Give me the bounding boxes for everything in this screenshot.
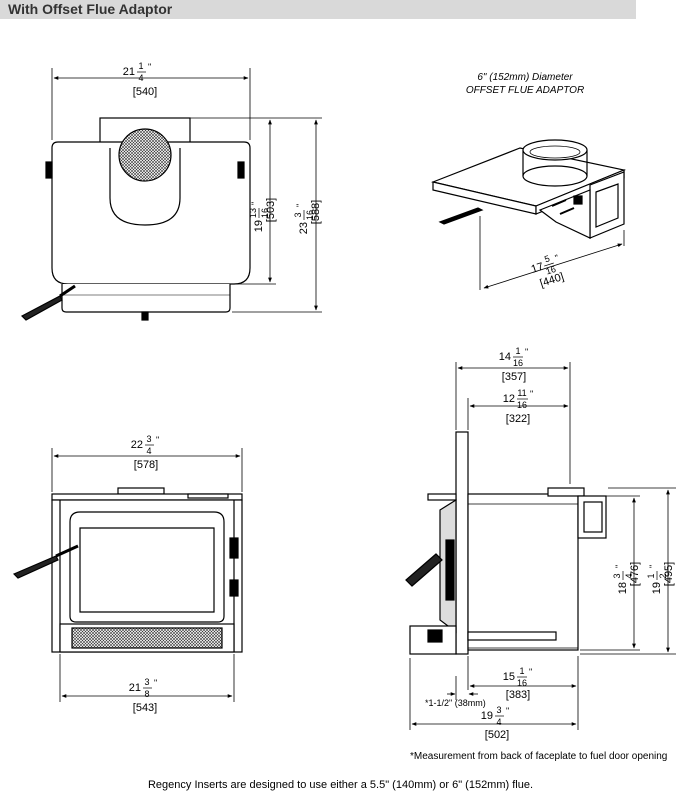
front-view	[12, 487, 243, 653]
svg-text:6" (152mm) Diameter: 6" (152mm) Diameter	[477, 72, 573, 83]
svg-text:4: 4	[138, 73, 143, 83]
svg-text:4: 4	[146, 446, 151, 456]
svg-text:19: 19	[253, 220, 265, 232]
svg-text:": "	[648, 565, 658, 568]
dim-top-width	[51, 68, 251, 140]
svg-text:4: 4	[496, 717, 501, 727]
svg-text:13: 13	[248, 208, 258, 218]
svg-text:": "	[529, 667, 532, 677]
label-side-height-outer: 19 1 2 " [495]	[646, 562, 675, 594]
footer-note: Regency Inserts are designed to use eith…	[147, 779, 534, 791]
svg-text:2: 2	[658, 573, 668, 578]
svg-text:15: 15	[503, 671, 515, 683]
svg-text:": "	[295, 204, 305, 207]
svg-text:16: 16	[517, 678, 527, 688]
svg-text:OFFSET FLUE ADAPTOR: OFFSET FLUE ADAPTOR	[466, 85, 584, 96]
label-side-bottom-inner: 15 1 16 " [383]	[503, 666, 532, 701]
label-top-height-inner: 19 13 16 " [503]	[248, 198, 277, 232]
label-offset-small: *1-1/2" (38mm)	[425, 698, 486, 708]
svg-text:[357]: [357]	[502, 371, 526, 383]
svg-text:3: 3	[612, 573, 622, 578]
svg-text:": "	[554, 253, 560, 264]
svg-text:1: 1	[515, 346, 520, 356]
dim-front	[51, 448, 243, 702]
svg-text:3: 3	[496, 705, 501, 715]
svg-text:[502]: [502]	[485, 729, 509, 741]
label-side-bottom-outer: 19 3 4 " [502]	[481, 705, 509, 741]
offset-flue-adaptor-drawing	[430, 139, 627, 239]
svg-text:18: 18	[617, 582, 629, 594]
dim-adaptor-depth	[479, 216, 625, 290]
svg-text:[322]: [322]	[506, 413, 530, 425]
svg-text:1: 1	[138, 61, 143, 71]
dim-top-heights	[190, 117, 322, 313]
svg-text:[476]: [476]	[629, 562, 641, 586]
svg-text:[578]: [578]	[134, 459, 158, 471]
side-view	[405, 431, 607, 655]
label-top-width: 21 1 4 " [540]	[123, 61, 157, 98]
label-side-height-inner: 18 3 4 " [476]	[612, 562, 641, 594]
svg-text:[543]: [543]	[133, 702, 157, 714]
svg-text:4: 4	[624, 573, 634, 578]
svg-text:17: 17	[530, 261, 545, 276]
svg-text:": "	[154, 678, 157, 688]
top-view	[20, 117, 251, 321]
svg-text:": "	[156, 435, 159, 445]
svg-text:3: 3	[144, 677, 149, 687]
svg-text:22: 22	[131, 439, 143, 451]
svg-text:21: 21	[123, 66, 135, 78]
svg-text:[495]: [495]	[663, 562, 675, 586]
svg-text:": "	[148, 62, 151, 72]
svg-text:[383]: [383]	[506, 689, 530, 701]
svg-text:[440]: [440]	[539, 271, 566, 290]
adaptor-label: 6" (152mm) Diameter OFFSET FLUE ADAPTOR	[466, 72, 584, 96]
svg-text:11: 11	[517, 388, 526, 398]
svg-text:19: 19	[651, 582, 663, 594]
label-top-height-outer: 23 3 16 " [588]	[293, 200, 322, 234]
svg-text:": "	[525, 347, 528, 357]
svg-text:": "	[530, 389, 533, 399]
section-title: With Offset Flue Adaptor	[8, 1, 173, 17]
svg-text:19: 19	[481, 710, 493, 722]
svg-text:1: 1	[646, 573, 656, 578]
label-adaptor-depth: 17 5 16 " [440]	[530, 253, 566, 290]
svg-text:21: 21	[129, 682, 141, 694]
svg-text:16: 16	[305, 210, 315, 220]
svg-text:12: 12	[503, 393, 515, 405]
svg-text:16: 16	[517, 400, 527, 410]
svg-text:14: 14	[499, 351, 511, 363]
label-front-bottom-width: 21 3 8 " [543]	[129, 677, 157, 714]
svg-text:23: 23	[298, 222, 310, 234]
svg-text:": "	[250, 202, 260, 205]
svg-text:16: 16	[545, 264, 558, 277]
section-header: With Offset Flue Adaptor	[0, 0, 636, 19]
dim-side	[409, 362, 676, 730]
svg-text:1: 1	[519, 666, 524, 676]
label-side-depth-outer: 14 1 16 " [357]	[499, 346, 528, 383]
svg-text:": "	[614, 565, 624, 568]
svg-text:5: 5	[543, 253, 551, 264]
svg-text:16: 16	[260, 208, 270, 218]
svg-text:": "	[506, 706, 509, 716]
svg-text:[540]: [540]	[133, 86, 157, 98]
svg-text:[588]: [588]	[310, 200, 322, 224]
label-front-top-width: 22 3 4 " [578]	[131, 434, 159, 471]
svg-text:3: 3	[293, 212, 303, 217]
label-side-depth-inner: 12 11 16 " [322]	[503, 388, 533, 425]
svg-text:16: 16	[513, 358, 523, 368]
svg-text:3: 3	[146, 434, 151, 444]
measurement-note: *Measurement from back of faceplate to f…	[410, 751, 667, 762]
svg-text:8: 8	[144, 689, 149, 699]
svg-text:[503]: [503]	[265, 198, 277, 222]
